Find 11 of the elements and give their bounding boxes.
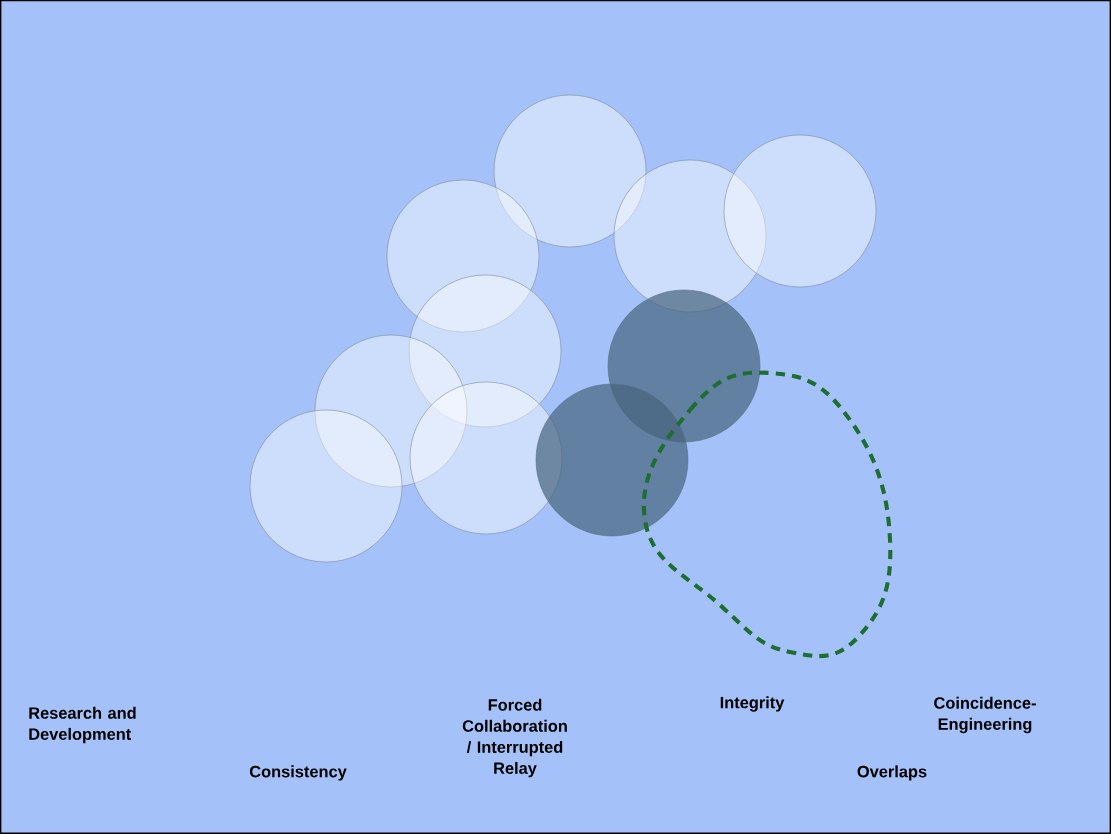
label-text: Research and Development	[29, 706, 136, 744]
dashed-loop	[641, 370, 893, 659]
circle	[723, 134, 877, 288]
label-text: Integrity	[720, 696, 785, 712]
label-text: Coincidence-Engineering	[934, 696, 1036, 734]
label-text: Forced Collaboration / Interrupted Relay	[462, 698, 567, 778]
circle	[493, 94, 647, 248]
label-text: Overlaps	[857, 765, 927, 781]
label-text: Consistency	[249, 765, 347, 781]
circle	[535, 383, 689, 537]
circle	[249, 409, 403, 563]
